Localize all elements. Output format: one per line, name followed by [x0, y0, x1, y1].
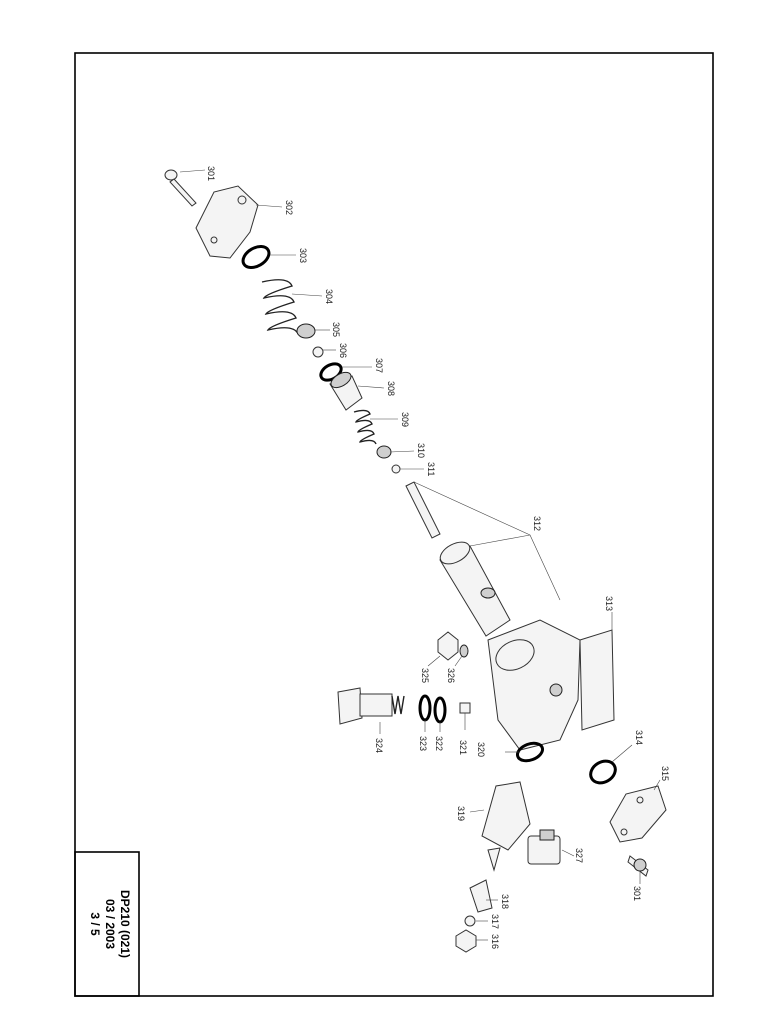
part-318-bracket — [469, 879, 493, 913]
callout-307: 307 — [374, 358, 384, 373]
callout-308: 308 — [386, 381, 396, 396]
leader-lines — [179, 169, 661, 941]
callout-322: 322 — [434, 736, 444, 751]
callout-306: 306 — [338, 343, 348, 358]
part-323-ring — [418, 694, 432, 722]
part-322-ring — [433, 696, 447, 724]
callout-314: 314 — [634, 730, 644, 745]
callout-317: 317 — [490, 914, 500, 929]
callout-301-lower: 301 — [632, 886, 642, 901]
part-301-bolt-lower — [627, 855, 649, 877]
callout-324: 324 — [374, 738, 384, 753]
part-326-washer — [459, 644, 469, 658]
part-302-cover-plate — [195, 185, 259, 259]
callout-323: 323 — [418, 736, 428, 751]
drawing-frame — [74, 52, 714, 997]
callout-304: 304 — [324, 289, 334, 304]
callout-315: 315 — [660, 766, 670, 781]
callout-327: 327 — [574, 848, 584, 863]
part-327-plug — [527, 829, 561, 865]
housing-body — [487, 619, 581, 751]
part-305-spring-seat — [296, 323, 316, 339]
callout-313: 313 — [604, 596, 614, 611]
callout-301: 301 — [206, 166, 216, 181]
part-304-spring — [261, 279, 299, 335]
callout-305: 305 — [331, 322, 341, 337]
callout-326: 326 — [446, 668, 456, 683]
part-319-solenoid — [481, 781, 531, 872]
part-312-plunger-and-barrel — [405, 481, 511, 637]
callout-309: 309 — [400, 412, 410, 427]
part-callouts: 301 302 303 304 305 306 307 308 309 310 … — [206, 166, 670, 949]
part-310-washer — [376, 445, 392, 459]
part-301-bolt — [164, 169, 197, 207]
part-306-nut — [312, 346, 324, 358]
callout-311: 311 — [426, 462, 436, 476]
part-316-nut — [455, 929, 477, 953]
part-303-o-ring — [241, 245, 271, 269]
part-321-pin — [459, 702, 471, 714]
part-309-spring — [353, 409, 377, 445]
title-block-frame — [74, 851, 140, 997]
callout-316: 316 — [490, 934, 500, 949]
callout-320: 320 — [476, 742, 486, 757]
title-sheet: 3 / 5 — [88, 912, 102, 936]
part-311-ring — [391, 464, 401, 474]
callout-319: 319 — [456, 806, 466, 821]
callout-303: 303 — [298, 248, 308, 263]
title-model-code: DP210 (021) — [118, 890, 132, 958]
title-block: DP210 (021) 03 / 2003 3 / 5 — [74, 851, 140, 997]
part-320-o-ring — [515, 741, 545, 763]
callout-310: 310 — [416, 443, 426, 458]
part-314-o-ring — [589, 759, 617, 785]
title-date: 03 / 2003 — [103, 899, 117, 949]
part-324-fitting — [337, 687, 405, 725]
part-313-gasket — [579, 629, 615, 731]
part-315-cover — [609, 785, 667, 843]
callout-312: 312 — [532, 516, 542, 531]
callout-302: 302 — [284, 200, 294, 215]
part-308-cup — [329, 371, 363, 411]
part-325-nut — [437, 631, 459, 661]
callout-325: 325 — [420, 668, 430, 683]
callout-321: 321 — [458, 740, 468, 755]
part-317-washer — [464, 915, 476, 927]
callout-318: 318 — [500, 894, 510, 909]
